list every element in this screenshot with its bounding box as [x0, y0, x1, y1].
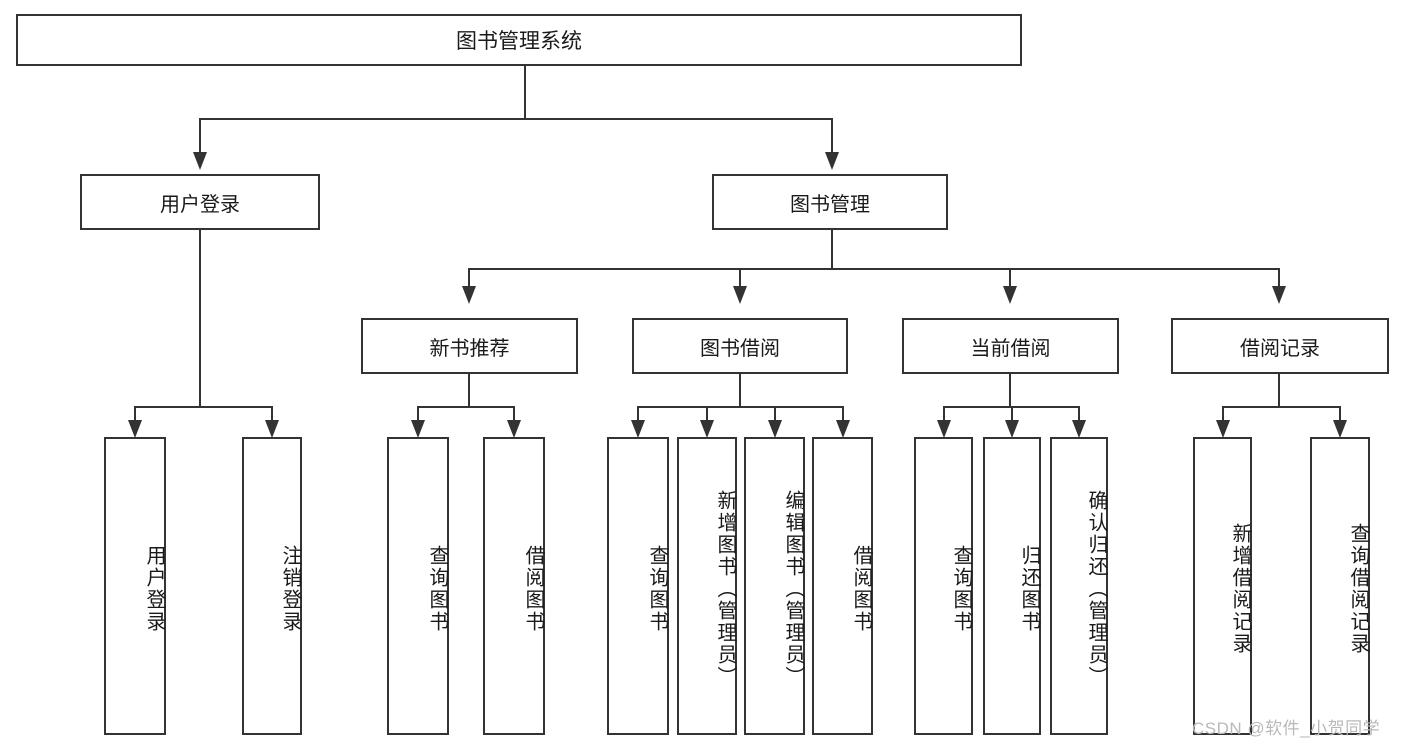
node-new-book-recommend-label: 新书推荐 — [429, 337, 510, 360]
connector-cb-drop-1 — [943, 406, 945, 424]
connector-bb-drop-3 — [774, 406, 776, 424]
leaf-borrow-book-recommend-label: 借阅图书 — [522, 545, 544, 633]
connector-to-new-book-rec — [468, 268, 470, 290]
watermark: CSDN @软件_小贺同学 — [1192, 714, 1380, 739]
connector-book-borrow-stem — [739, 374, 741, 407]
arrow-leaf-add-book — [700, 420, 714, 438]
leaf-edit-book-admin-label: 编辑图书（管理员） — [782, 490, 804, 688]
leaf-query-book-current-label: 查询图书 — [950, 545, 972, 633]
connector-nbr-drop-2 — [513, 406, 515, 424]
leaf-logout[interactable]: 注销登录 — [242, 437, 302, 735]
connector-new-book-rec-bus — [417, 406, 515, 408]
leaf-query-book-current[interactable]: 查询图书 — [914, 437, 973, 735]
arrow-leaf-return-book — [1005, 420, 1019, 438]
leaf-return-book-label: 归还图书 — [1018, 545, 1040, 633]
arrow-leaf-query-book-2 — [631, 420, 645, 438]
arrow-leaf-query-book-3 — [937, 420, 951, 438]
connector-user-login-drop-2 — [271, 406, 273, 424]
leaf-add-borrow-record[interactable]: 新增借阅记录 — [1193, 437, 1252, 735]
node-user-login[interactable]: 用户登录 — [80, 174, 320, 230]
arrow-leaf-borrow-book-2 — [836, 420, 850, 438]
connector-borrow-record-bus — [1222, 406, 1340, 408]
connector-to-user-login — [199, 118, 201, 156]
node-user-login-label: 用户登录 — [160, 193, 240, 216]
node-book-management[interactable]: 图书管理 — [712, 174, 948, 230]
leaf-confirm-return-admin[interactable]: 确认归还（管理员） — [1050, 437, 1108, 735]
connector-user-login-bus — [134, 406, 272, 408]
leaf-add-borrow-record-label: 新增借阅记录 — [1229, 523, 1251, 655]
leaf-borrow-book-recommend[interactable]: 借阅图书 — [483, 437, 545, 735]
connector-new-book-rec-stem — [468, 374, 470, 407]
connector-current-borrow-stem — [1009, 374, 1011, 407]
connector-bb-drop-4 — [842, 406, 844, 424]
connector-to-borrow-record — [1278, 268, 1280, 290]
connector-to-book-borrow — [739, 268, 741, 290]
leaf-confirm-return-admin-label: 确认归还（管理员） — [1085, 490, 1107, 688]
node-book-borrow-label: 图书借阅 — [700, 337, 780, 360]
arrow-leaf-borrow-book-1 — [507, 420, 521, 438]
connector-to-book-mgmt — [831, 118, 833, 156]
connector-bb-drop-1 — [637, 406, 639, 424]
leaf-borrow-book-label: 借阅图书 — [850, 545, 872, 633]
leaf-user-login-label: 用户登录 — [143, 545, 165, 633]
leaf-query-book-recommend[interactable]: 查询图书 — [387, 437, 449, 735]
connector-level3-bus — [468, 268, 1280, 270]
connector-cb-drop-3 — [1078, 406, 1080, 424]
connector-user-login-drop-1 — [134, 406, 136, 424]
connector-book-mgmt-stem — [831, 230, 833, 269]
connector-cb-drop-2 — [1011, 406, 1013, 424]
leaf-query-book-borrow-label: 查询图书 — [646, 545, 668, 633]
leaf-user-login[interactable]: 用户登录 — [104, 437, 166, 735]
arrow-to-book-mgmt — [825, 152, 839, 170]
leaf-query-borrow-record-label: 查询借阅记录 — [1347, 523, 1369, 655]
connector-br-drop-1 — [1222, 406, 1224, 424]
connector-level1-bus — [199, 118, 833, 120]
connector-borrow-record-stem — [1278, 374, 1280, 407]
arrow-to-new-book-rec — [462, 286, 476, 304]
leaf-borrow-book[interactable]: 借阅图书 — [812, 437, 873, 735]
connector-to-current-borrow — [1009, 268, 1011, 290]
node-borrow-record[interactable]: 借阅记录 — [1171, 318, 1389, 374]
leaf-logout-label: 注销登录 — [279, 545, 301, 633]
node-current-borrow-label: 当前借阅 — [970, 337, 1051, 360]
node-root[interactable]: 图书管理系统 — [16, 14, 1022, 66]
connector-br-drop-2 — [1339, 406, 1341, 424]
node-root-label: 图书管理系统 — [456, 30, 582, 53]
node-borrow-record-label: 借阅记录 — [1240, 337, 1320, 360]
arrow-leaf-confirm-return — [1072, 420, 1086, 438]
leaf-return-book[interactable]: 归还图书 — [983, 437, 1041, 735]
connector-root-stem — [524, 66, 526, 118]
arrow-to-current-borrow — [1003, 286, 1017, 304]
connector-nbr-drop-1 — [417, 406, 419, 424]
leaf-query-borrow-record[interactable]: 查询借阅记录 — [1310, 437, 1370, 735]
node-new-book-recommend[interactable]: 新书推荐 — [361, 318, 578, 374]
leaf-query-book-borrow[interactable]: 查询图书 — [607, 437, 669, 735]
node-book-management-label: 图书管理 — [790, 193, 870, 216]
arrow-leaf-edit-book — [768, 420, 782, 438]
connector-book-borrow-bus — [637, 406, 843, 408]
arrow-leaf-logout — [265, 420, 279, 438]
leaf-add-book-admin[interactable]: 新增图书（管理员） — [677, 437, 737, 735]
arrow-to-user-login — [193, 152, 207, 170]
arrow-to-borrow-record — [1272, 286, 1286, 304]
node-book-borrow[interactable]: 图书借阅 — [632, 318, 848, 374]
connector-bb-drop-2 — [706, 406, 708, 424]
node-current-borrow[interactable]: 当前借阅 — [902, 318, 1119, 374]
watermark-text: CSDN @软件_小贺同学 — [1192, 719, 1381, 738]
leaf-query-book-recommend-label: 查询图书 — [426, 545, 448, 633]
arrow-leaf-query-book-1 — [411, 420, 425, 438]
arrow-leaf-query-record — [1333, 420, 1347, 438]
leaf-edit-book-admin[interactable]: 编辑图书（管理员） — [744, 437, 805, 735]
connector-user-login-stem — [199, 230, 201, 407]
leaf-add-book-admin-label: 新增图书（管理员） — [714, 490, 736, 688]
arrow-leaf-add-record — [1216, 420, 1230, 438]
arrow-leaf-user-login — [128, 420, 142, 438]
arrow-to-book-borrow — [733, 286, 747, 304]
